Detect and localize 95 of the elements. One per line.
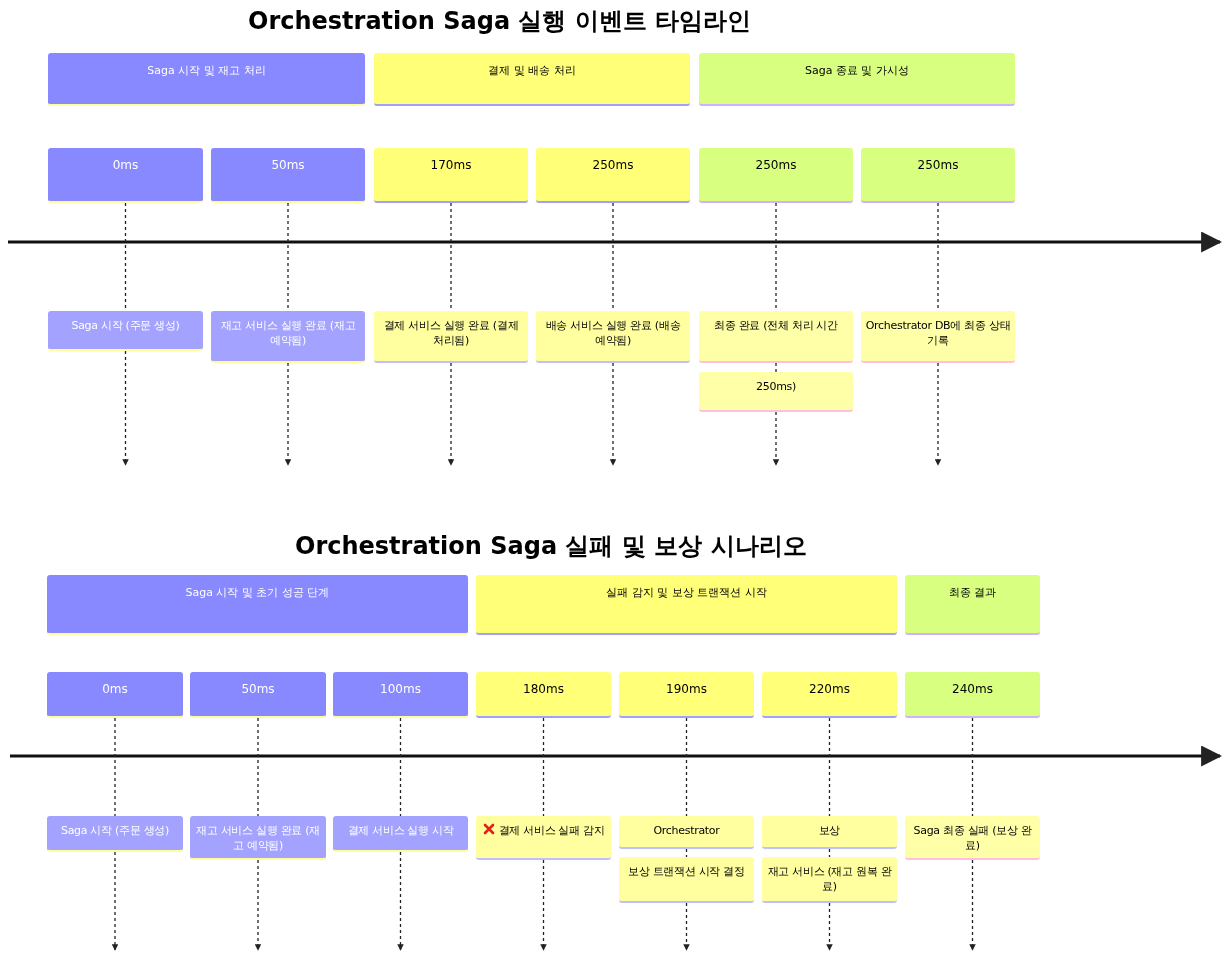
time-label: 240ms (952, 682, 993, 697)
event-text: Saga 시작 (주문 생성) (70, 318, 181, 333)
event-box (374, 311, 528, 363)
dashed-connector (828, 848, 831, 858)
time-label: 190ms (666, 682, 707, 697)
period-box (905, 672, 1040, 718)
dashed-connector (685, 848, 688, 858)
dashed-connector (971, 717, 974, 817)
event-box (699, 372, 853, 412)
dashed-connector (254, 859, 262, 951)
section-box (374, 53, 690, 106)
event-box (699, 311, 853, 363)
time-label: 170ms (430, 158, 472, 173)
period-box (762, 672, 897, 718)
dashed-connector (772, 411, 780, 466)
scenario-heading: Orchestration Saga 실패 및 보상 시나리오 (295, 531, 807, 562)
event-text: 250ms) (755, 379, 797, 394)
time-label: 250ms (917, 158, 959, 173)
section-title: 실패 감지 및 보상 트랜잭션 시작 (606, 585, 767, 600)
dashed-connector (609, 362, 617, 466)
event-box (211, 311, 365, 363)
period-box (190, 672, 326, 718)
event-text: Saga 최종 실패 (보상 완료) (912, 823, 1033, 853)
period-box (47, 672, 183, 718)
period-box (699, 148, 853, 203)
time-label: 50ms (271, 158, 305, 173)
time-label: 250ms (592, 158, 634, 173)
event-box (190, 816, 326, 860)
dashed-connector (114, 717, 116, 817)
period-box (333, 672, 468, 718)
event-text: 재고 서비스 실행 완료 (재고 예약됨) (219, 318, 357, 348)
section-box (47, 575, 468, 635)
dashed-connector (122, 350, 129, 466)
event-text: 결제 서비스 실행 시작 (346, 823, 455, 838)
dashed-connector (397, 851, 404, 951)
section-title: 최종 결과 (948, 585, 997, 600)
dashed-connector (111, 851, 119, 951)
dashed-connector (826, 902, 833, 951)
section-title: Saga 시작 및 재고 처리 (147, 63, 266, 78)
section-title: Saga 시작 및 초기 성공 단계 (185, 585, 330, 600)
time-label: 50ms (241, 682, 275, 697)
event-text: 재고 서비스 실행 완료 (재고 예약됨) (195, 823, 321, 853)
event-box (333, 816, 468, 852)
period-box (476, 672, 611, 718)
event-text: 결제 서비스 실행 완료 (결제 처리됨) (382, 318, 520, 348)
section-title: Saga 종료 및 가시성 (805, 63, 909, 78)
period-box (619, 672, 754, 718)
period-box (48, 148, 203, 203)
event-text: 보상 트랜잭션 시작 결정 (627, 864, 746, 879)
dashed-connector (683, 902, 690, 951)
event-box (861, 311, 1015, 363)
event-box (762, 857, 897, 903)
time-label: 180ms (523, 682, 564, 697)
event-box (619, 857, 754, 903)
dashed-connector (447, 362, 455, 466)
dashed-connector (969, 859, 976, 951)
period-box (536, 148, 690, 203)
event-text: 결제 서비스 실패 감지 (498, 824, 605, 837)
event-text: Saga 시작 (주문 생성) (60, 823, 170, 838)
event-text: 배송 서비스 실행 완료 (배송 예약됨) (544, 318, 682, 348)
section-box (699, 53, 1015, 106)
dashed-connector (934, 362, 942, 466)
event-box (48, 311, 203, 351)
dashed-connector (540, 859, 547, 951)
time-label: 0ms (102, 682, 128, 697)
section-title: 결제 및 배송 처리 (488, 63, 576, 78)
event-box (619, 816, 754, 849)
event-text: 보상 (817, 823, 842, 838)
section-box (48, 53, 365, 106)
event-box (476, 816, 611, 860)
dashed-connector (257, 717, 259, 817)
dashed-connector (775, 362, 777, 373)
period-box (861, 148, 1015, 203)
event-text: 최종 완료 (전체 처리 시간 (713, 318, 839, 333)
dashed-connector (828, 717, 831, 817)
time-label: 250ms (755, 158, 797, 173)
section-box (905, 575, 1040, 635)
event-box (47, 816, 183, 852)
period-box (374, 148, 528, 203)
section-box (476, 575, 897, 635)
event-box (762, 816, 897, 849)
event-box (905, 816, 1040, 860)
event-text: 재고 서비스 (재고 원복 완료) (766, 864, 893, 894)
event-text: Orchestrator DB에 최종 상태 기록 (864, 318, 1012, 348)
dashed-connector (284, 362, 292, 466)
dashed-connector (685, 717, 688, 817)
time-label: 0ms (112, 158, 139, 173)
period-box (211, 148, 365, 203)
diagram-title: Orchestration Saga 실행 이벤트 타임라인 (248, 6, 752, 37)
time-label: 220ms (809, 682, 850, 697)
event-box (536, 311, 690, 363)
dashed-connector (542, 717, 545, 817)
time-label: 100ms (380, 682, 421, 697)
event-text: Orchestrator (652, 823, 721, 838)
dashed-connector (399, 717, 402, 817)
